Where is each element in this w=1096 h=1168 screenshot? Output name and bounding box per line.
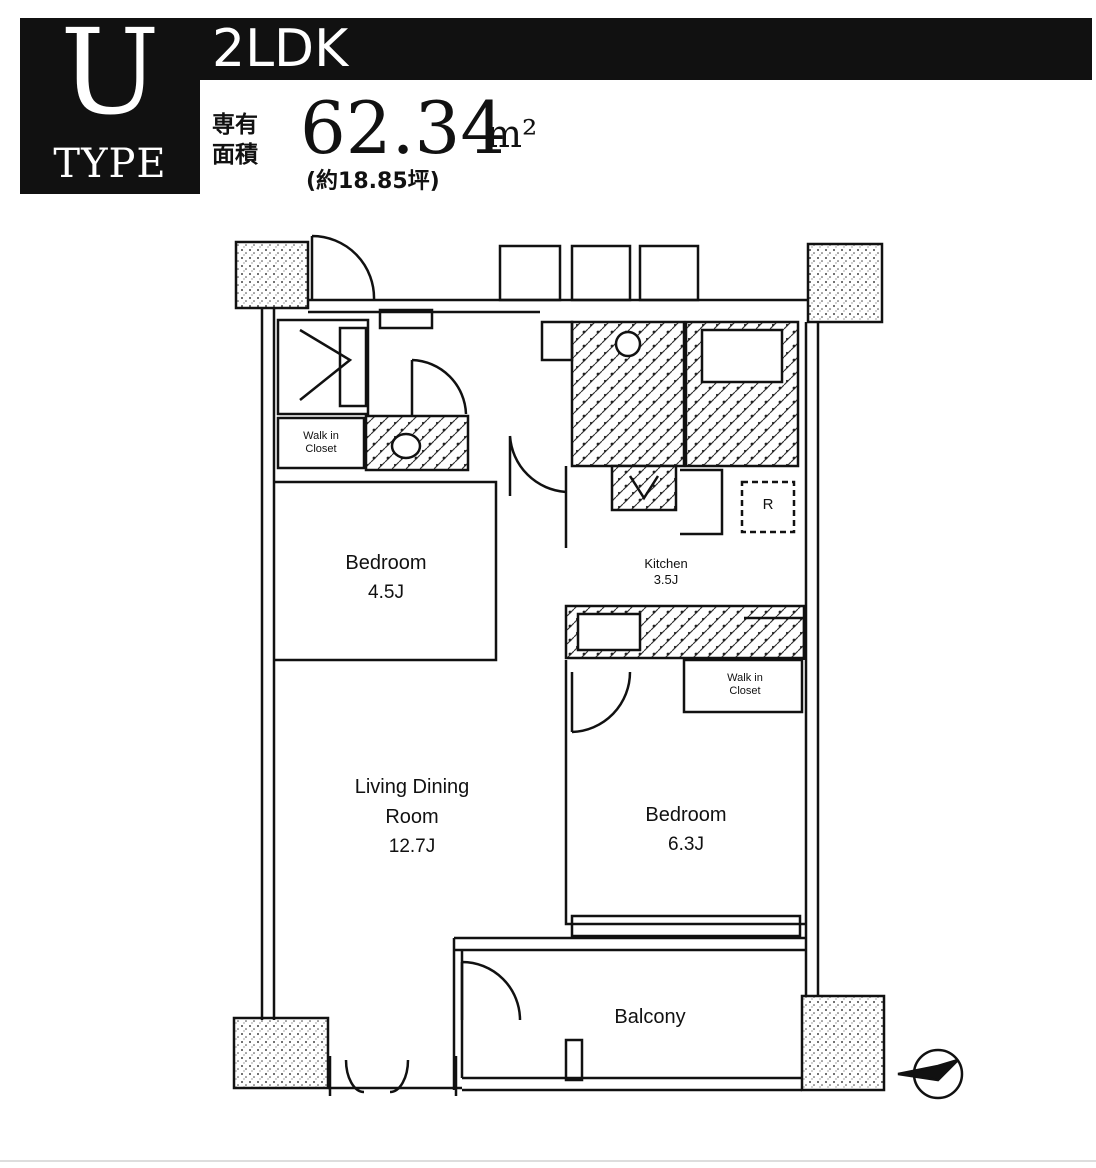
room-size: 3.5J	[653, 572, 679, 587]
wall-bedroom1	[274, 480, 498, 662]
room-label: Bedroom	[645, 804, 727, 826]
room-label: Kitchen	[644, 556, 688, 571]
walk-in-closet-2-label: Walk in Closet	[727, 672, 763, 697]
bedroom2-window-ledge	[570, 914, 802, 938]
layout-type: 2LDK	[212, 19, 349, 79]
entrance-door	[310, 234, 376, 301]
living-window-sash	[344, 1059, 410, 1094]
room-bedroom-2: Bedroom 6.3J	[645, 800, 726, 860]
room-size: 12.7J	[388, 836, 436, 857]
room-balcony: Balcony	[614, 1002, 685, 1032]
bottom-rule	[0, 1160, 1096, 1162]
top-vent-3	[638, 244, 700, 302]
wall-kitchen-box	[680, 468, 724, 536]
fridge-space	[740, 480, 796, 534]
fridge-label: R	[762, 496, 774, 513]
walk-in-closet-2	[682, 658, 804, 714]
top-vent-1	[498, 244, 562, 302]
living-window	[328, 1056, 458, 1096]
outer-wall-right	[804, 322, 820, 996]
pillar-top-right	[806, 242, 884, 324]
room-size: 6.3J	[668, 834, 704, 855]
type-block	[20, 18, 200, 194]
walk-in-closet-1	[276, 416, 366, 470]
walk-in-closet-1-label: Walk in Closet	[303, 430, 339, 455]
shoe-cabinet	[276, 318, 370, 416]
compass	[897, 1048, 964, 1100]
room-kitchen: Kitchen 3.5J	[644, 556, 687, 588]
entrance-step	[378, 308, 434, 330]
room-living-dining: Living Dining Room 12.7J	[355, 772, 470, 862]
area-value: 62.34	[300, 86, 507, 170]
wall-bedroom2	[564, 660, 806, 926]
outer-wall-bottom	[328, 1076, 802, 1092]
area-unit: m²	[486, 112, 538, 156]
pillar-bottom-left	[232, 1016, 330, 1090]
pillar-top-left	[234, 240, 310, 310]
balcony-post	[564, 1038, 584, 1082]
room-label: Bedroom	[345, 552, 427, 574]
pillar-bottom-right	[800, 994, 886, 1092]
room-bedroom-1: Bedroom 4.5J	[345, 548, 426, 608]
area-tsubo: (約18.85坪)	[306, 169, 440, 194]
room-label: Living Dining	[354, 776, 470, 798]
type-letter: U	[60, 3, 160, 141]
washer-space	[610, 464, 678, 512]
room-label: Room	[385, 806, 439, 828]
room-size: 4.5J	[368, 582, 404, 603]
top-vent-2	[570, 244, 632, 302]
balcony-wall	[452, 936, 806, 1090]
area-label: 専有面積	[212, 112, 258, 168]
type-word: TYPE	[53, 141, 167, 187]
room-label: Balcony	[614, 1006, 686, 1028]
toilet-door	[410, 358, 468, 416]
corridor-door	[508, 435, 567, 496]
bedroom2-door	[570, 671, 632, 734]
outer-wall-left	[260, 308, 276, 1020]
balcony-door	[460, 960, 522, 1021]
